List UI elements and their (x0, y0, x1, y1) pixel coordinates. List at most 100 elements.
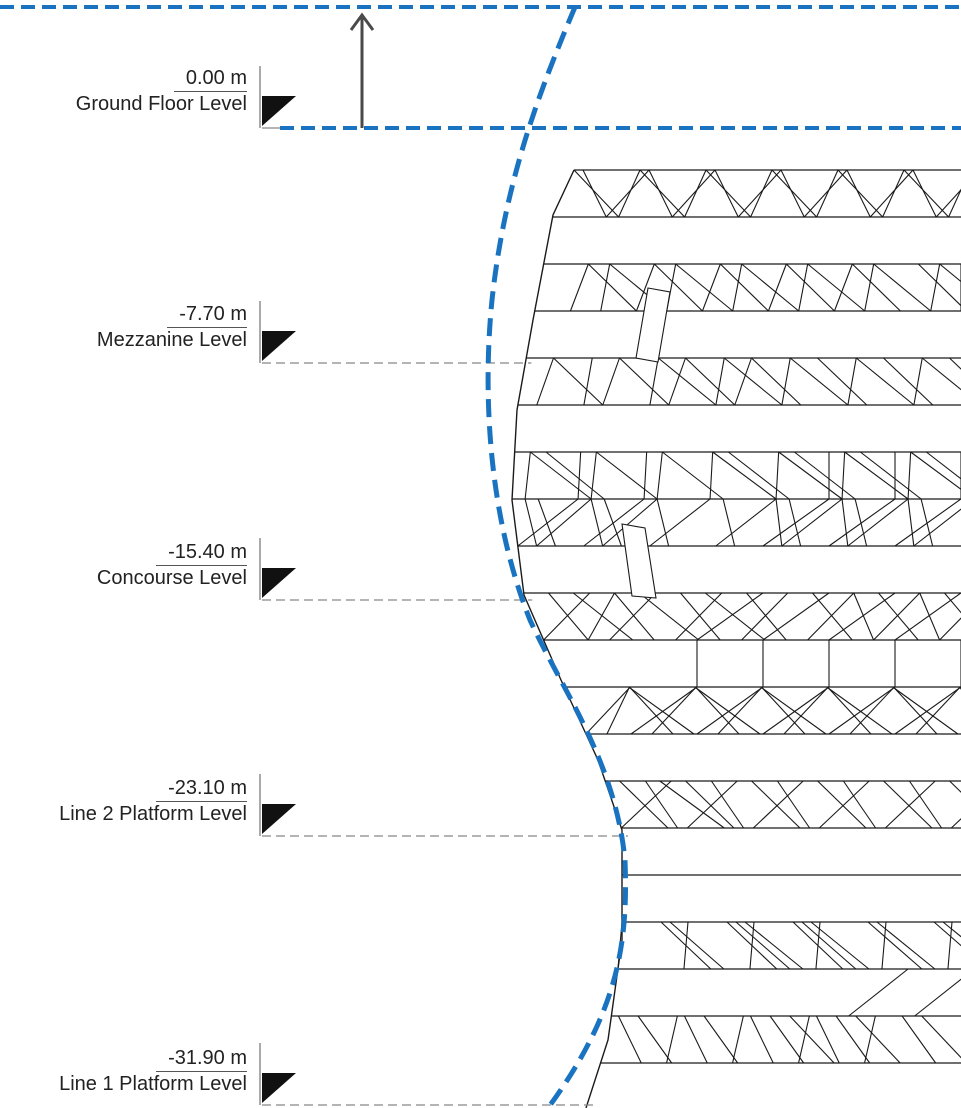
mesh-diagonal (762, 686, 830, 735)
mesh-diagonal (737, 169, 782, 218)
mesh-diagonal (637, 1015, 673, 1064)
mesh-diagonal (600, 263, 611, 312)
mesh-diagonal (826, 686, 893, 735)
mesh-diagonal (643, 451, 648, 500)
mesh-diagonal (619, 780, 669, 829)
mesh-diagonal (710, 780, 745, 829)
arrow-head (349, 12, 375, 31)
mesh-diagonal (666, 1015, 678, 1064)
opening-panel (621, 523, 657, 599)
mesh-diagonal (908, 780, 943, 829)
level-label-concourse: -15.40 m Concourse Level (97, 540, 247, 590)
mesh-diagonal (815, 1015, 840, 1064)
mesh-diagonal (675, 263, 734, 312)
level-marker-triangle (262, 1073, 296, 1103)
mesh-diagonal (590, 498, 604, 547)
mesh-diagonal (948, 188, 961, 218)
mesh-diagonal (775, 498, 783, 547)
mesh-diagonal (694, 686, 761, 735)
mesh-diagonal (668, 357, 687, 406)
mesh-diagonal (873, 263, 932, 312)
mesh-diagonal (853, 592, 875, 641)
level-markers (259, 66, 296, 1105)
mesh-diagonal (915, 686, 961, 735)
mesh-diagonal (788, 498, 802, 547)
mesh-diagonal (734, 357, 753, 406)
level-label-ground: 0.00 m Ground Floor Level (76, 66, 247, 116)
mesh-diagonal (912, 169, 937, 218)
level-value: -15.40 m (156, 540, 247, 566)
mesh-diagonal (723, 357, 783, 406)
mesh-diagonal (704, 592, 766, 641)
mesh-diagonal (661, 451, 724, 500)
mesh-diagonal (536, 498, 592, 547)
level-name: Ground Floor Level (75, 93, 247, 115)
level-marker-triangle (262, 804, 296, 834)
mesh-diagonal (595, 451, 658, 500)
mesh-diagonal (669, 921, 725, 970)
mesh-diagonal (695, 686, 740, 735)
mesh-diagonal (780, 169, 805, 218)
mesh-diagonal (587, 263, 637, 312)
mesh-diagonal (878, 592, 919, 641)
mesh-diagonal (762, 592, 830, 641)
level-name: Concourse Level (96, 567, 247, 589)
mesh-diagonal (656, 498, 670, 547)
level-value: 0.00 m (173, 66, 247, 92)
mesh-diagonal (828, 686, 896, 735)
level-name: Line 2 Platform Level (59, 803, 247, 825)
mesh-diagonal (732, 263, 743, 312)
mesh-diagonal (572, 592, 634, 641)
mesh-diagonal (851, 263, 901, 312)
mesh-diagonal (949, 357, 961, 370)
mesh-diagonal (680, 592, 721, 641)
mesh-diagonal (602, 357, 621, 406)
mesh-diagonal (771, 169, 818, 218)
mesh-diagonal (841, 498, 849, 547)
mesh-diagonal (762, 498, 830, 547)
mesh-diagonal (894, 686, 961, 735)
mesh-diagonal (801, 921, 857, 970)
mesh-diagonal (746, 592, 787, 641)
level-name: Line 1 Platform Level (59, 1073, 247, 1095)
mesh-diagonal (585, 686, 631, 735)
mesh-diagonal (703, 1015, 739, 1064)
mesh-diagonal (844, 451, 909, 500)
mesh-diagonal (816, 169, 839, 218)
mesh-diagonal (894, 592, 961, 641)
mesh-diagonal (630, 686, 698, 735)
mesh-diagonal (618, 169, 641, 218)
mesh-diagonal (920, 498, 934, 547)
mesh-diagonal (719, 263, 769, 312)
mesh-diagonal (614, 592, 655, 641)
mesh-diagonal (848, 968, 909, 1017)
mesh-diagonal (732, 1015, 744, 1064)
mesh-diagonal (648, 169, 673, 218)
mesh-diagonal (638, 592, 700, 641)
mesh-diagonal (675, 592, 723, 641)
mesh-diagonal (792, 921, 844, 970)
mesh-diagonal (781, 357, 791, 406)
mesh-diagonal (859, 451, 922, 500)
mesh-diagonal (741, 263, 800, 312)
excavation-boundary (0, 5, 961, 1108)
mesh-diagonal (629, 686, 674, 735)
mesh-diagonal (935, 188, 961, 218)
opening-panel (635, 287, 671, 363)
mesh-diagonal (620, 780, 672, 829)
mesh-diagonal (686, 780, 738, 829)
mesh-diagonal (524, 451, 531, 500)
mesh-diagonal (917, 263, 961, 307)
level-label-line2-platform: -23.10 m Line 2 Platform Level (59, 776, 247, 826)
mesh-diagonal (910, 451, 961, 491)
level-lines (262, 127, 628, 1106)
mesh-diagonal (798, 1015, 810, 1064)
mesh-diagonal (760, 686, 827, 735)
mesh-diagonal (789, 357, 849, 406)
mesh-diagonal (696, 686, 764, 735)
mesh-diagonal (726, 921, 778, 970)
mesh-diagonal (855, 357, 915, 406)
mesh-diagonal (892, 686, 959, 735)
level-value: -31.90 m (156, 1046, 247, 1072)
